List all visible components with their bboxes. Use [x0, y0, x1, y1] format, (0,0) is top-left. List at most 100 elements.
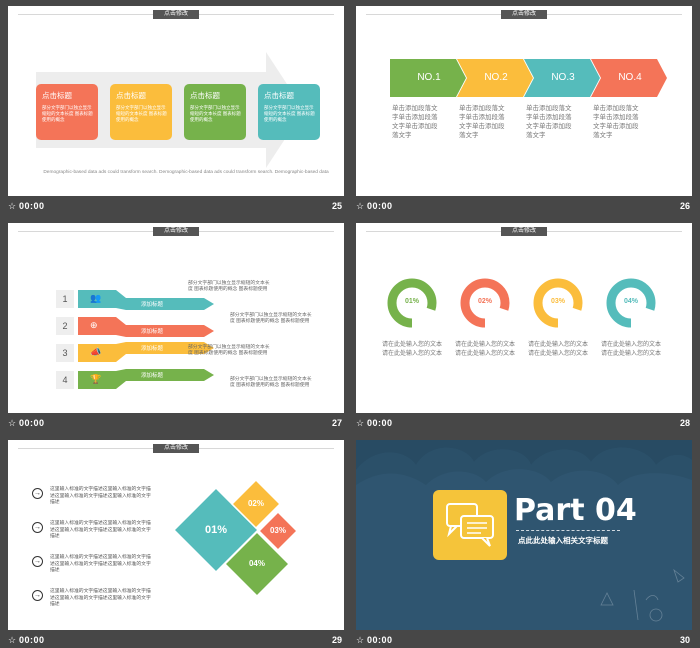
- slide-cell-30[interactable]: Part 04 点此此处输入相关文字标题 ☆ 00:00 30: [356, 440, 692, 647]
- star-icon: ☆: [8, 635, 17, 645]
- footer-time: 00:00: [367, 418, 393, 428]
- row-index: 1: [56, 290, 74, 308]
- header-tag: 点击修改: [153, 227, 199, 236]
- ring-arc: [460, 278, 510, 328]
- diamond-shape: [230, 478, 282, 530]
- title-card[interactable]: 点击标题部分文字部门以独立显示缩短的文本长度 图表标题使用的概念: [184, 84, 246, 140]
- tab-arrow: [78, 290, 214, 310]
- step-text: 单击添加段落文字单击添加段落文字单击添加段落文字: [526, 105, 572, 139]
- header-tag: 点击修改: [153, 444, 199, 453]
- ring-text: 请在此处输入您的文本 请在此处输入您的文本: [381, 342, 442, 357]
- ring-text: 请在此处输入您的文本 请在此处输入您的文本: [600, 342, 661, 357]
- card-title: 点击标题: [42, 91, 72, 100]
- list-item: 这里输入标准的文字描述这里输入标准的文字描述这里输入标准的文字描述这里输入标准的…: [50, 521, 151, 539]
- diamond-label: 04%: [248, 559, 265, 568]
- card-body: 部分文字部门以独立显示缩短的文本长度 图表标题使用的概念: [42, 105, 93, 122]
- footer-time: 00:00: [367, 201, 393, 211]
- step-text: 单击添加段落文字单击添加段落文字单击添加段落文字: [392, 105, 438, 139]
- row-label: 添加标题: [141, 346, 164, 352]
- row-note: 部分文字部门以独立显示缩短的文本长度 图表标题使用的概念 图表标题使用: [188, 345, 270, 356]
- star-icon: ☆: [8, 418, 17, 428]
- title-card[interactable]: 点击标题部分文字部门以独立显示缩短的文本长度 图表标题使用的概念: [110, 84, 172, 140]
- ring-text: 请在此处输入您的文本 请在此处输入您的文本: [527, 342, 588, 357]
- step-label: NO.3: [551, 72, 575, 83]
- slide-cell-29[interactable]: 点击修改 → 这里输入标准的文字描述这里输入标准的文字描述这里输入标准的文字描述这…: [8, 440, 344, 647]
- diamond-graphic: [172, 478, 299, 598]
- row-label: 添加标题: [141, 373, 164, 379]
- slide-28[interactable]: 点击修改 01% 请在此处输入您的文本 请在此处输入您的文本 02% 请在此处输入您的…: [356, 223, 692, 413]
- arrow-circle-icon: →: [32, 590, 43, 601]
- slide-number: 29: [331, 635, 342, 645]
- card-body: 部分文字部门以独立显示缩短的文本长度 图表标题使用的概念: [190, 105, 241, 122]
- arrow-circle-icon: →: [32, 488, 43, 499]
- footer-time: 00:00: [19, 418, 45, 428]
- title-card[interactable]: 点击标题部分文字部门以独立显示缩短的文本长度 图表标题使用的概念: [36, 84, 98, 140]
- slide-footer: ☆ 00:00 28: [356, 417, 692, 431]
- arrow-circle-icon: →: [32, 522, 43, 533]
- ring-arc: [533, 278, 583, 328]
- title-card[interactable]: 点击标题部分文字部门以独立显示缩短的文本长度 图表标题使用的概念: [258, 84, 320, 140]
- star-icon: ☆: [356, 635, 365, 645]
- list-item: 这里输入标准的文字描述这里输入标准的文字描述这里输入标准的文字描述这里输入标准的…: [50, 555, 151, 573]
- header-tag: 点击修改: [153, 10, 199, 19]
- part-title: Part 04: [514, 493, 637, 528]
- tab-arrows: [78, 290, 214, 389]
- slide-cell-28[interactable]: 点击修改 01% 请在此处输入您的文本 请在此处输入您的文本 02% 请在此处输入您的…: [356, 223, 692, 431]
- slide-footer: ☆ 00:00 27: [8, 417, 344, 431]
- slide-25[interactable]: 点击修改 点击标题部分文字部门以独立显示缩短的文本长度 图表标题使用的概念点击标…: [8, 6, 344, 196]
- footer-time: 00:00: [19, 635, 45, 645]
- card-title: 点击标题: [264, 91, 294, 100]
- slide-header: 点击修改: [356, 227, 692, 236]
- row-note: 部分文字部门以独立显示缩短的文本长度 图表标题使用的概念 图表标题使用: [188, 281, 270, 292]
- slide-number: 27: [331, 418, 342, 428]
- step-arrow: [591, 59, 667, 97]
- step-label: NO.4: [618, 72, 642, 83]
- footer-time: 00:00: [367, 635, 393, 645]
- arrow-circle-icon: →: [32, 556, 43, 567]
- row-index: 4: [56, 371, 74, 389]
- ring-arc: [387, 278, 437, 328]
- target-icon: ⊕: [90, 320, 98, 330]
- ring-label: 02%: [477, 298, 492, 305]
- footer-time: 00:00: [19, 201, 45, 211]
- ring-label: 03%: [550, 298, 565, 305]
- step-label: NO.2: [484, 72, 508, 83]
- diamond-shape: [257, 510, 299, 552]
- tab-arrow: [78, 317, 214, 337]
- slide-footer: ☆ 00:00 30: [356, 634, 692, 648]
- ring-label: 04%: [623, 298, 638, 305]
- slide-29[interactable]: 点击修改 → 这里输入标准的文字描述这里输入标准的文字描述这里输入标准的文字描述这…: [8, 440, 344, 630]
- megaphone-icon: 📣: [90, 347, 102, 357]
- row-index: 3: [56, 344, 74, 362]
- row-label: 添加标题: [141, 302, 164, 308]
- diamond-label: 01%: [204, 523, 228, 536]
- ring-label: 01%: [404, 298, 419, 305]
- slide-number: 25: [331, 201, 342, 211]
- slide-30[interactable]: Part 04 点此此处输入相关文字标题: [356, 440, 692, 630]
- slide-footer: ☆ 00:00 29: [8, 634, 344, 648]
- slide-number: 30: [679, 635, 690, 645]
- row-note: 部分文字部门以独立显示缩短的文本长度 图表标题使用的概念 图表标题使用: [230, 313, 312, 324]
- step-arrows: [390, 59, 667, 97]
- slide-number: 28: [679, 418, 690, 428]
- diamond-shape: [223, 530, 291, 598]
- tab-arrow: [78, 342, 214, 362]
- card-body: 部分文字部门以独立显示缩短的文本长度 图表标题使用的概念: [116, 105, 167, 122]
- slide-caption: Demographic-based data ads could transfo…: [43, 170, 329, 175]
- step-text: 单击添加段落文字单击添加段落文字单击添加段落文字: [593, 105, 639, 139]
- slide-cell-25[interactable]: 点击修改 点击标题部分文字部门以独立显示缩短的文本长度 图表标题使用的概念点击标…: [8, 6, 344, 214]
- chat-bubbles-icon: [433, 490, 507, 560]
- trophy-icon: 🏆: [90, 374, 102, 384]
- step-arrow: [524, 59, 600, 97]
- star-icon: ☆: [356, 201, 365, 211]
- cloud-background: [356, 440, 692, 630]
- row-note: 部分文字部门以独立显示缩短的文本长度 图表标题使用的概念 图表标题使用: [230, 377, 312, 388]
- star-icon: ☆: [356, 418, 365, 428]
- people-icon: 👥: [90, 293, 102, 303]
- star-icon: ☆: [8, 201, 17, 211]
- list-item: 这里输入标准的文字描述这里输入标准的文字描述这里输入标准的文字描述这里输入标准的…: [50, 589, 151, 607]
